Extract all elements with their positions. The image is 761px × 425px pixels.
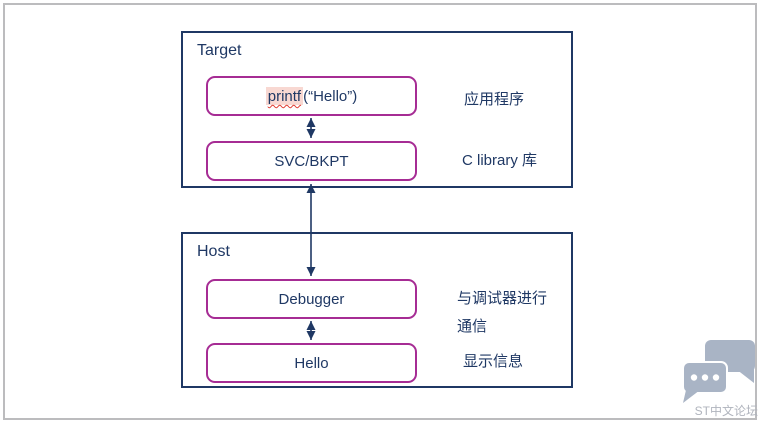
node-debugger: Debugger [206, 279, 417, 319]
label-debugger-communication-line2: 通信 [457, 318, 488, 335]
label-application-program: 应用程序 [464, 91, 525, 108]
watermark-text: ST中文论坛 [694, 404, 758, 418]
label-debugger-communication-line1: 与调试器进行 [457, 290, 548, 307]
chat-bubbles-icon [682, 340, 755, 403]
label-debugger-communication: 与调试器进行 通信 [457, 285, 547, 341]
target-title: Target [197, 42, 242, 59]
host-title: Host [197, 243, 230, 260]
node-svc-bkpt: SVC/BKPT [206, 141, 417, 181]
node-hello-output: Hello [206, 343, 417, 383]
node-printf-hello: printf(“Hello”) [206, 76, 417, 116]
label-display-info: 显示信息 [463, 353, 524, 370]
printf-highlighted-word: printf [265, 87, 304, 105]
label-c-library: C library 库 [462, 152, 538, 169]
printf-call-args: (“Hello”) [303, 87, 358, 105]
watermark: ST中文论坛 [668, 333, 760, 421]
